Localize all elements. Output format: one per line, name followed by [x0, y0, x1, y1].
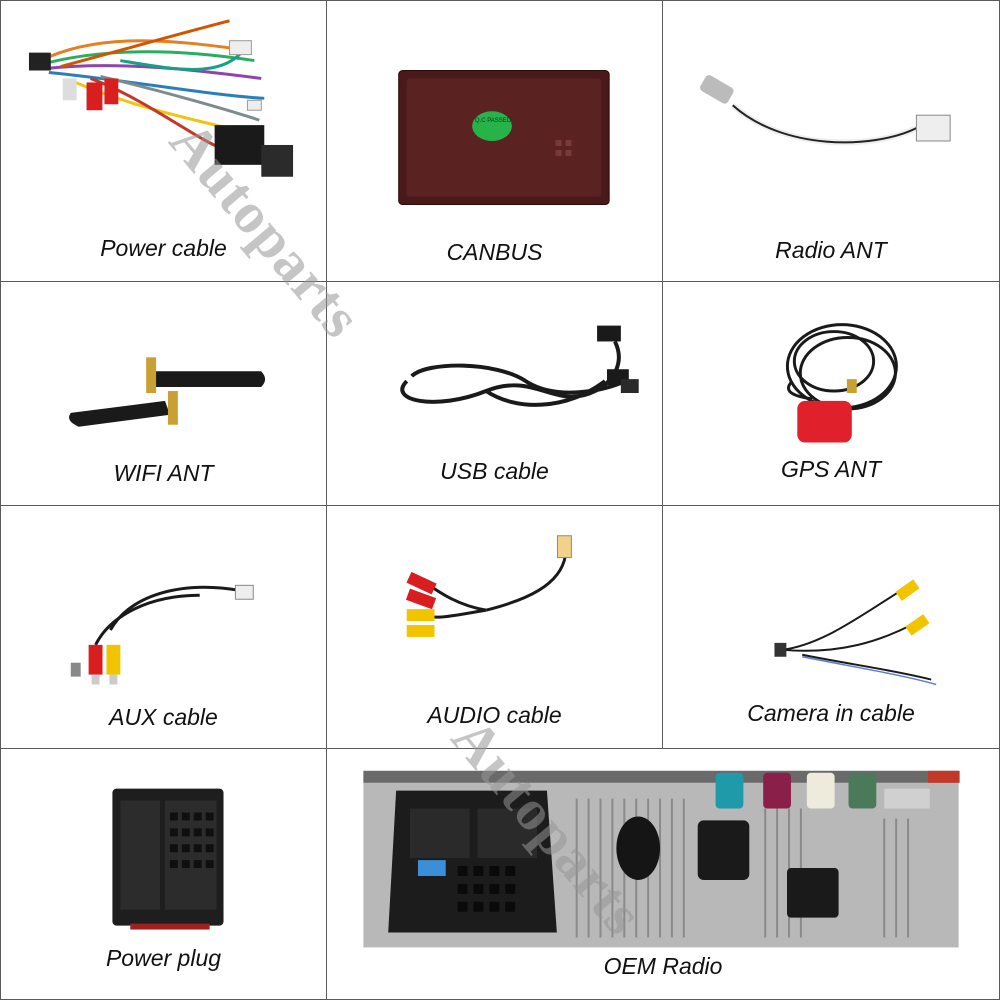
cell-aux-cable: AUX cable — [0, 505, 327, 749]
aux-cable-image — [70, 584, 254, 685]
cell-label: Camera in cable — [747, 700, 915, 726]
usb-cable-image — [400, 325, 639, 407]
radio-ant-image — [700, 75, 951, 146]
cell-label: WIFI ANT — [113, 460, 214, 486]
cell-gps-ant: GPS ANT — [662, 281, 1000, 506]
power-cable-image — [28, 19, 294, 177]
cell-power-cable: Power cable — [0, 0, 327, 282]
cell-usb-cable: USB cable — [326, 281, 663, 506]
camera-in-cable-image — [774, 579, 937, 686]
cell-label: CANBUS — [446, 239, 543, 265]
cell-wifi-ant: WIFI ANT — [0, 281, 327, 506]
audio-cable-image — [405, 535, 572, 637]
cell-label: USB cable — [440, 458, 549, 484]
cell-label: AUX cable — [109, 704, 218, 730]
cell-label: OEM Radio — [603, 953, 723, 979]
cell-audio-cable: AUDIO cable — [326, 505, 663, 749]
wifi-ant-image — [69, 357, 266, 427]
cell-label: Radio ANT — [775, 237, 887, 263]
gps-ant-image — [785, 323, 898, 443]
cell-radio-ant: Radio ANT — [662, 0, 1000, 282]
cell-camera-in-cable: Camera in cable — [662, 505, 1000, 749]
cell-label: AUDIO cable — [427, 702, 562, 728]
cell-label: Power plug — [105, 945, 222, 971]
canbus-box-image — [398, 70, 610, 206]
cell-power-plug: Power plug — [0, 748, 327, 1000]
qc-badge: Q.C PASSED — [474, 118, 512, 124]
power-plug-image — [112, 788, 224, 930]
cell-oem-radio: OEM Radio — [326, 748, 1000, 1000]
cell-canbus: Q.C PASSED CANBUS — [326, 0, 663, 282]
oem-radio-image — [363, 770, 960, 948]
cell-label: Power cable — [100, 235, 227, 261]
cell-label: GPS ANT — [780, 456, 882, 482]
